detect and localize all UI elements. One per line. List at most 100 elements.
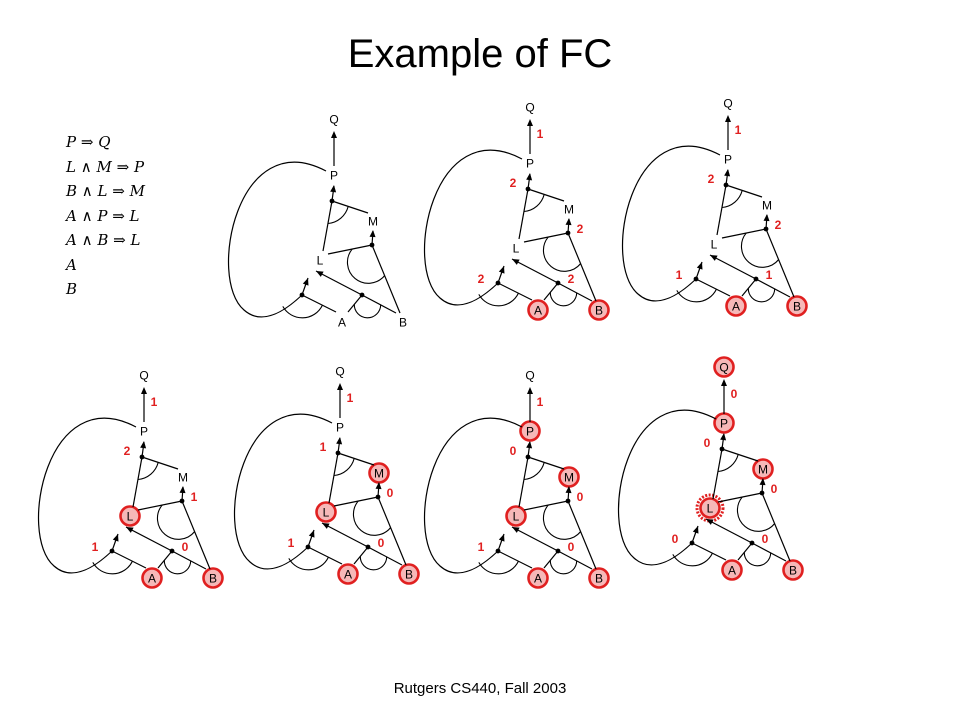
arrowhead	[126, 527, 134, 533]
and-arc	[327, 206, 349, 225]
count-l-ap: 1	[288, 536, 295, 550]
and-arc	[359, 556, 388, 571]
edge-m-p	[331, 200, 369, 214]
inferred-marker	[588, 299, 610, 321]
count-l-ap: 1	[92, 540, 99, 554]
node-label-a: A	[732, 300, 740, 314]
and-junction	[365, 544, 371, 550]
edge-b-m	[765, 228, 795, 298]
node-label-m: M	[564, 471, 574, 485]
inferred-marker	[315, 501, 337, 523]
edge-b-m	[377, 496, 407, 566]
count-l-ab: 1	[766, 268, 773, 282]
arrowhead	[724, 169, 731, 177]
and-junction	[525, 186, 531, 192]
count-q: 1	[347, 391, 354, 405]
and-arc	[282, 304, 323, 319]
slide-footer: Rutgers CS440, Fall 2003	[393, 680, 567, 697]
arrowhead	[375, 482, 382, 490]
edge-lab-l	[321, 522, 369, 548]
edge-l-m	[523, 232, 569, 243]
inferred-marker	[713, 356, 735, 378]
node-label-l: L	[711, 238, 718, 252]
node-label-p: P	[330, 169, 338, 183]
and-arc	[137, 462, 159, 481]
and-junction	[525, 454, 531, 460]
and-arc	[333, 458, 355, 477]
count-p: 2	[124, 444, 131, 458]
edge-b-m	[371, 244, 401, 314]
count-m: 2	[775, 218, 782, 232]
edge-p-l-loop	[233, 413, 333, 570]
node-label-a: A	[534, 304, 542, 318]
inferred-marker	[119, 505, 141, 527]
edge-l-p	[518, 188, 529, 240]
knowledge-base: P ⇒ Q L ∧ M ⇒ P B ∧ L ⇒ M A ∧ P ⇒ L A ∧ …	[66, 130, 145, 302]
arrowhead	[696, 262, 703, 270]
arrowhead	[322, 523, 330, 529]
node-label-q: Q	[719, 361, 728, 375]
arrowhead	[725, 115, 731, 122]
edge-a-lap	[497, 550, 533, 569]
arrowhead	[763, 214, 770, 222]
edge-l-p	[328, 452, 339, 504]
and-arc	[352, 500, 392, 536]
arrowhead	[302, 278, 309, 286]
arrowhead	[179, 486, 186, 494]
count-l-ab: 2	[568, 272, 575, 286]
edge-a-lap	[111, 550, 147, 569]
inferred-marker	[505, 505, 527, 527]
node-label-l: L	[513, 242, 520, 256]
and-junction	[565, 230, 571, 236]
and-arc	[549, 292, 578, 307]
arrowhead	[498, 266, 505, 274]
node-label-l: L	[707, 502, 714, 516]
edge-a-lab	[347, 294, 363, 313]
and-junction	[335, 450, 341, 456]
arrowhead	[336, 437, 343, 445]
node-label-l: L	[317, 254, 324, 268]
edge-l-m	[137, 500, 183, 511]
edge-l-p	[518, 456, 529, 508]
inferred-marker	[721, 559, 743, 581]
edge-b-lab	[557, 550, 593, 570]
edge-lab-l	[125, 526, 173, 552]
inferred-marker	[527, 299, 549, 321]
node-label-q: Q	[525, 369, 534, 383]
edge-m-p	[337, 452, 375, 466]
edge-lab-l	[511, 526, 559, 552]
inferred-marker	[782, 559, 804, 581]
inferred-marker	[527, 567, 549, 589]
node-label-a: A	[344, 568, 352, 582]
edge-p-l-loop	[227, 161, 327, 318]
node-label-a: A	[338, 316, 346, 330]
edge-l-m	[717, 492, 763, 503]
and-arc	[676, 288, 717, 303]
edge-b-lab	[751, 542, 787, 562]
inferred-marker	[337, 563, 359, 585]
arrowhead	[316, 271, 324, 277]
count-l-ab: 0	[182, 540, 189, 554]
node-label-m: M	[374, 467, 384, 481]
arrowhead	[308, 530, 315, 538]
edge-a-lab	[157, 550, 173, 569]
and-arc	[672, 552, 713, 567]
inferred-marker	[141, 567, 163, 589]
count-q: 1	[537, 395, 544, 409]
arrowhead	[512, 259, 520, 265]
inferred-marker	[398, 563, 420, 585]
edge-b-m	[761, 492, 791, 562]
count-l-ap: 1	[676, 268, 683, 282]
edge-b-lab	[361, 294, 397, 314]
edge-l-p	[132, 456, 143, 508]
arrowhead	[337, 383, 343, 390]
edge-a-lap	[307, 546, 343, 565]
and-arc	[542, 236, 582, 272]
and-arc	[156, 504, 196, 540]
arrowhead	[706, 519, 714, 525]
and-arc	[523, 194, 545, 213]
